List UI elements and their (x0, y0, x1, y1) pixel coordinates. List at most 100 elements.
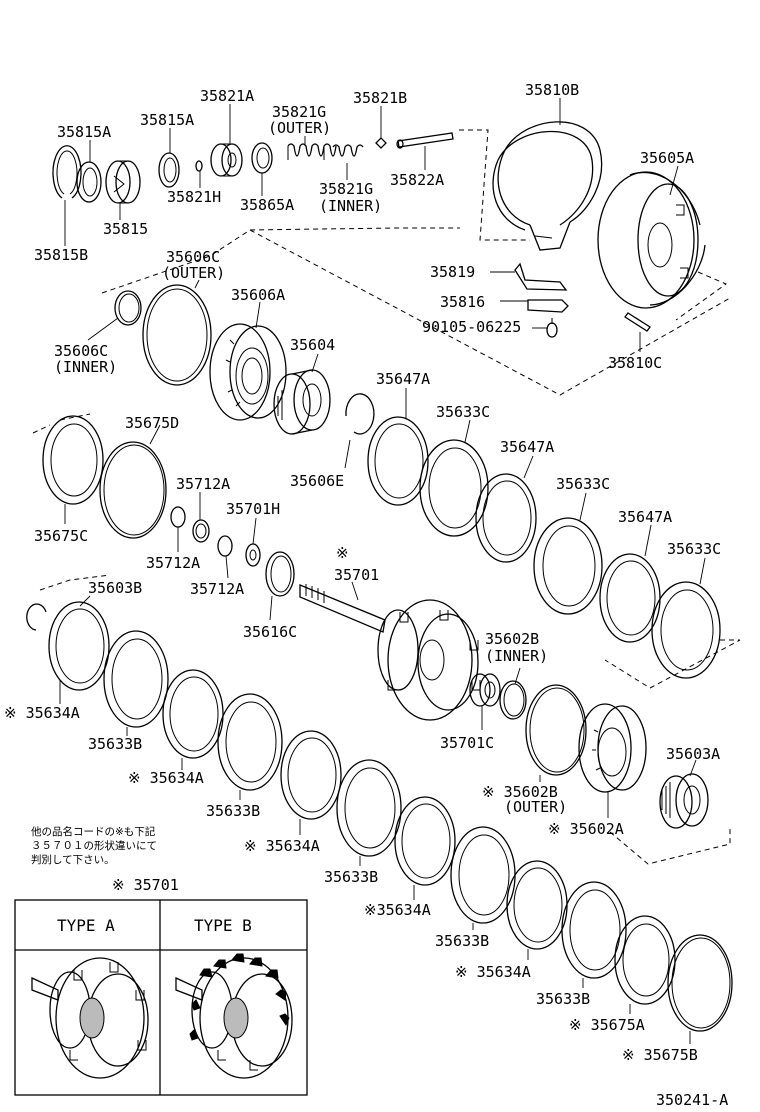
label-35602B-outer[interactable]: ※ 35602B (482, 783, 558, 801)
plate-35675C[interactable] (42, 415, 104, 505)
snap-ring-35603B[interactable] (26, 603, 47, 631)
plate-35633C-1[interactable] (419, 439, 489, 537)
label-35821A[interactable]: 35821A (200, 87, 254, 105)
label-35815B[interactable]: 35815B (34, 246, 88, 264)
plate-35633B-4[interactable] (450, 826, 516, 924)
label-35675D[interactable]: 35675D (125, 414, 179, 432)
seal-35606C-inner[interactable] (114, 290, 142, 326)
label-35821H[interactable]: 35821H (167, 188, 221, 206)
ring-35865A[interactable] (251, 142, 273, 174)
piston-35602A[interactable] (578, 703, 647, 793)
spring-35821G-inner[interactable] (332, 144, 364, 157)
label-35821B[interactable]: 35821B (353, 89, 407, 107)
label-35810C[interactable]: 35810C (608, 354, 662, 372)
input-shaft-35701[interactable] (299, 584, 481, 721)
disc-35647A-1[interactable] (367, 416, 429, 506)
plate-35675A[interactable] (614, 915, 676, 1005)
label-35633C-3[interactable]: 35633C (667, 540, 721, 558)
label-35633C-1[interactable]: 35633C (436, 403, 490, 421)
label-35819[interactable]: 35819 (430, 263, 475, 281)
label-35634A-5[interactable]: ※ 35634A (455, 963, 531, 981)
label-35647A-2[interactable]: 35647A (500, 438, 554, 456)
label-35634A-2[interactable]: ※ 35634A (128, 769, 204, 787)
washer-35712A-3[interactable] (217, 535, 233, 557)
lever-35819[interactable] (514, 262, 568, 291)
label-35633B-3[interactable]: 35633B (324, 868, 378, 886)
disc-35647A-3[interactable] (599, 553, 661, 643)
label-35634A-4[interactable]: ※35634A (364, 901, 431, 919)
plate-35633C-3[interactable] (651, 581, 721, 679)
drum-35605A[interactable] (597, 171, 706, 309)
piston-35821A[interactable] (210, 143, 243, 177)
label-35816[interactable]: 35816 (440, 293, 485, 311)
seal-35606C-outer[interactable] (142, 284, 212, 386)
label-35821G-outer[interactable]: 35821G (272, 103, 326, 121)
label-35633B-2[interactable]: 35633B (206, 802, 260, 820)
label-35604[interactable]: 35604 (290, 336, 335, 354)
label-35602A[interactable]: ※ 35602A (548, 820, 624, 838)
snap-ring-35606E[interactable] (345, 393, 375, 435)
washer-35815A-right[interactable] (158, 152, 180, 188)
plate-35633C-2[interactable] (533, 517, 603, 615)
bearing-35701H[interactable] (245, 543, 261, 567)
disc-35634A-5[interactable] (506, 860, 568, 950)
label-35675C[interactable]: 35675C (34, 527, 88, 545)
label-35616C[interactable]: 35616C (243, 623, 297, 641)
label-35633B-4[interactable]: 35633B (435, 932, 489, 950)
label-35865A[interactable]: 35865A (240, 196, 294, 214)
label-35701[interactable]: 35701 (334, 566, 379, 584)
plate-35633B-1[interactable] (103, 630, 169, 728)
label-35712A-1[interactable]: 35712A (176, 475, 230, 493)
seal-35602B-inner[interactable] (499, 680, 527, 720)
label-35606C-inner[interactable]: 35606C (54, 342, 108, 360)
hub-35606A[interactable] (209, 323, 287, 421)
label-35633B-5[interactable]: 35633B (536, 990, 590, 1008)
label-35633C-2[interactable]: 35633C (556, 475, 610, 493)
bearing-35701C[interactable] (469, 673, 501, 707)
spring-35821G-outer[interactable] (287, 143, 337, 160)
washer-35712A-2[interactable] (192, 519, 210, 543)
label-35634A-1[interactable]: ※ 35634A (4, 704, 80, 722)
disc-35634A-4[interactable] (394, 796, 456, 886)
type-b-drum-illustration[interactable] (175, 953, 293, 1079)
brake-band-35810B[interactable] (492, 121, 603, 251)
plate-35633B-5[interactable] (561, 881, 627, 979)
label-35602B-inner[interactable]: 35602B (485, 630, 539, 648)
pin-35821H[interactable] (195, 160, 203, 172)
snap-ring-35616C[interactable] (265, 551, 295, 597)
plate-35633B-2[interactable] (217, 693, 283, 791)
label-35810B[interactable]: 35810B (525, 81, 579, 99)
label-35606C-outer[interactable]: 35606C (166, 248, 220, 266)
label-35712A-2[interactable]: 35712A (146, 554, 200, 572)
label-35647A-1[interactable]: 35647A (376, 370, 430, 388)
type-a-drum-illustration[interactable] (31, 957, 149, 1079)
washer-35815A-left[interactable] (76, 161, 102, 203)
label-35633B-1[interactable]: 35633B (88, 735, 142, 753)
label-35712A-3[interactable]: 35712A (190, 580, 244, 598)
piston-35815[interactable] (105, 160, 141, 204)
pin-35810C[interactable] (624, 312, 651, 332)
plate-35633B-3[interactable] (336, 759, 402, 857)
label-35634A-3[interactable]: ※ 35634A (244, 837, 320, 855)
label-35815A[interactable]: 35815A (57, 123, 111, 141)
washer-35821B[interactable] (375, 137, 387, 149)
label-35605A[interactable]: 35605A (640, 149, 694, 167)
label-35815A-2[interactable]: 35815A (140, 111, 194, 129)
plate-35675D[interactable] (99, 441, 167, 539)
disc-35647A-2[interactable] (475, 473, 537, 563)
label-35675A[interactable]: ※ 35675A (569, 1016, 645, 1034)
label-35603B[interactable]: 35603B (88, 579, 142, 597)
label-35815[interactable]: 35815 (103, 220, 148, 238)
label-35701C[interactable]: 35701C (440, 734, 494, 752)
label-35606E[interactable]: 35606E (290, 472, 344, 490)
label-35647A-3[interactable]: 35647A (618, 508, 672, 526)
disc-35634A-3[interactable] (280, 730, 342, 820)
plate-35675B[interactable] (667, 934, 733, 1032)
label-35822A[interactable]: 35822A (390, 171, 444, 189)
snap-ring-35815B[interactable] (52, 145, 82, 199)
disc-35634A-2[interactable] (162, 669, 224, 759)
label-35675B[interactable]: ※ 35675B (622, 1046, 698, 1064)
rod-35822A[interactable] (396, 132, 454, 149)
label-35701H[interactable]: 35701H (226, 500, 280, 518)
disc-35634A-1[interactable] (48, 601, 110, 691)
